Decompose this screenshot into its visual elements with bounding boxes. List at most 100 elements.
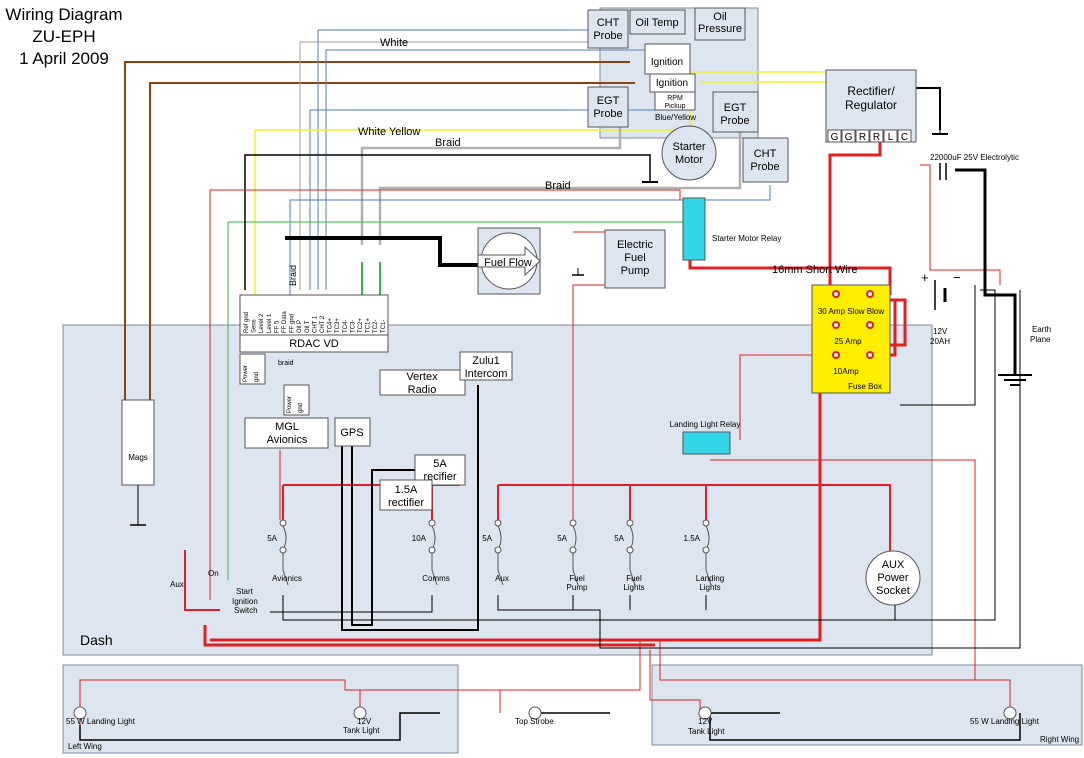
tank-light-label: Tank Light — [343, 726, 380, 735]
earth-wire — [955, 168, 1017, 375]
aux-label: AUX — [882, 559, 905, 571]
rdac-pin: TC1+ — [366, 318, 372, 333]
rdac-pin: CHT 2 — [320, 315, 326, 333]
right-landing-label: 55 W Landing Light — [970, 717, 1040, 726]
battery-plus: + — [921, 270, 929, 285]
breaker-name2: Lights — [623, 583, 644, 592]
breaker-amp: 5A — [557, 534, 567, 543]
avionics-label: Avionics — [267, 434, 308, 446]
starter-motor — [661, 125, 717, 181]
switch-ignition: Ignition — [232, 597, 258, 606]
mgl-label: MGL — [275, 421, 299, 433]
mags-label: Mags — [128, 453, 148, 462]
regulator-label: Regulator — [845, 98, 897, 112]
zulu-label: Zulu1 — [472, 355, 500, 367]
wire-label-braid: Braid — [545, 180, 571, 192]
cht-probe-right — [742, 137, 789, 183]
left-landing-light — [73, 706, 87, 720]
starter-motor-relay — [682, 197, 706, 261]
black-wire — [709, 713, 1021, 741]
red-wire — [359, 640, 641, 713]
rdac-pin: TC1- — [381, 320, 387, 333]
braid-wire — [378, 130, 742, 245]
aux-power-socket — [865, 550, 921, 606]
cht-probe-top — [587, 9, 629, 49]
rdac-pin: Ref gnd — [244, 312, 250, 333]
breaker-amp: 5A — [482, 534, 492, 543]
rdac-pin: TC2- — [373, 320, 379, 333]
red-wire — [710, 459, 976, 680]
left-tank-light — [353, 706, 367, 720]
terminal-label: G — [831, 132, 839, 143]
cht-label: CHT — [754, 148, 777, 160]
battery-20ah: 20AH — [930, 337, 950, 346]
rectifier-label: rectifier — [388, 497, 424, 509]
rectifier-terminal — [827, 129, 842, 143]
5a-label: 5A — [433, 458, 447, 470]
dash-label: Dash — [80, 632, 113, 648]
white-wire — [299, 41, 600, 290]
rdac-pin: FF Data — [282, 311, 288, 333]
switch-on: On — [208, 569, 219, 578]
egt-label: EGT — [724, 102, 747, 114]
intercom-label: Intercom — [465, 368, 508, 380]
black-wire — [244, 154, 651, 290]
title-line2: ZU-EPH — [32, 27, 95, 46]
black-wire — [282, 289, 996, 621]
rdac-pin: Oil T — [305, 320, 311, 333]
red-wire — [203, 625, 655, 647]
electric-label: Electric — [617, 239, 654, 251]
fuse-25a: 25 Amp — [834, 337, 862, 346]
power-gnd-rdac — [239, 353, 266, 385]
left-wing-label: Left Wing — [68, 742, 102, 751]
plane-label: Plane — [1030, 335, 1051, 344]
breaker-name: Landing — [696, 574, 724, 583]
mags — [121, 399, 155, 486]
rdac-pin: TC4- — [343, 320, 349, 333]
terminal-label: R — [873, 132, 880, 143]
red-wire — [920, 164, 1001, 285]
terminal-label: R — [859, 132, 866, 143]
rectifier-terminal — [897, 129, 912, 143]
black-wire — [79, 712, 440, 741]
rpm-pickup — [654, 91, 696, 111]
gps-label: GPS — [340, 427, 363, 439]
breaker-amp: 1.5A — [684, 534, 701, 543]
red-wire — [498, 484, 891, 560]
switch-aux: Aux — [170, 580, 184, 589]
breaker-name: Fuel — [569, 574, 585, 583]
rdac-pin: TC3- — [350, 320, 356, 333]
breaker-name: Comms — [422, 574, 450, 583]
wire-label-blue-yellow: Blue/Yellow — [655, 113, 696, 122]
probe-label: Probe — [720, 115, 749, 127]
rectifier-1-5a — [379, 479, 433, 511]
blue-wire — [317, 29, 600, 290]
rdac-pin: Oil P — [297, 320, 303, 333]
rdac-pin: Level 1 — [267, 313, 273, 333]
ignition-label: Ignition — [656, 78, 688, 89]
electric-fuel-pump — [604, 229, 666, 289]
red-wire — [649, 650, 701, 713]
red-wire — [209, 189, 681, 600]
landing-relay-label: Landing Light Relay — [670, 420, 741, 429]
power-label: Power — [243, 365, 249, 382]
power-label: Power — [287, 396, 293, 413]
tank-12v: 12V — [357, 717, 372, 726]
egt-probe-left — [587, 86, 629, 128]
rectifier-terminal — [869, 129, 884, 143]
ignition-label: Ignition — [651, 57, 683, 68]
fuel-label: Fuel — [624, 252, 645, 264]
starter-relay-label: Starter Motor Relay — [712, 234, 781, 243]
braid-label: braid — [278, 360, 294, 367]
rectifier-terminal — [841, 129, 856, 143]
fuse-box-label: Fuse Box — [848, 382, 882, 391]
rdac-pin: TC4+ — [328, 318, 334, 333]
circuit-breakers: 5AAvionics10AComms5AAux5AFuelPump5AFuelL… — [267, 519, 724, 610]
breaker-amp: 5A — [267, 534, 277, 543]
radio-label: Radio — [408, 384, 437, 396]
vertex-label: Vertex — [406, 371, 438, 383]
rpm-label: RPM — [667, 95, 683, 102]
black-wire — [900, 285, 976, 406]
capacitor-label: 22000uF 25V Electrolytic — [930, 153, 1019, 162]
